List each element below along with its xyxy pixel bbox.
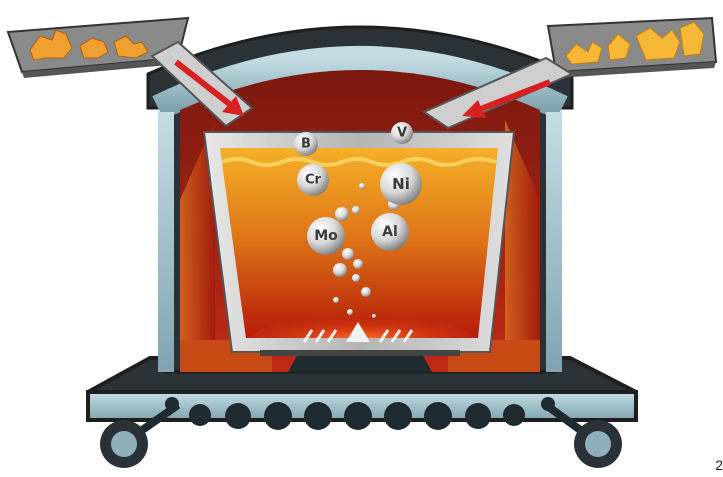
element-bubble-cr: Cr (297, 164, 329, 196)
element-label-b: B (301, 137, 311, 152)
right-charge-hopper (548, 18, 716, 78)
element-label-ni: Ni (392, 175, 410, 193)
page-number: 2 (715, 457, 723, 473)
element-label-al: Al (382, 224, 398, 240)
element-bubble-b: B (294, 132, 318, 156)
element-label-cr: Cr (305, 173, 322, 188)
element-bubble-al: Al (371, 213, 409, 251)
crucible (204, 132, 514, 352)
element-label-v: V (397, 126, 407, 141)
element-bubble-ni: Ni (380, 163, 422, 205)
element-bubble-mo: Mo (307, 217, 345, 255)
element-bubble-v: V (391, 122, 413, 144)
element-label-mo: Mo (314, 228, 338, 244)
